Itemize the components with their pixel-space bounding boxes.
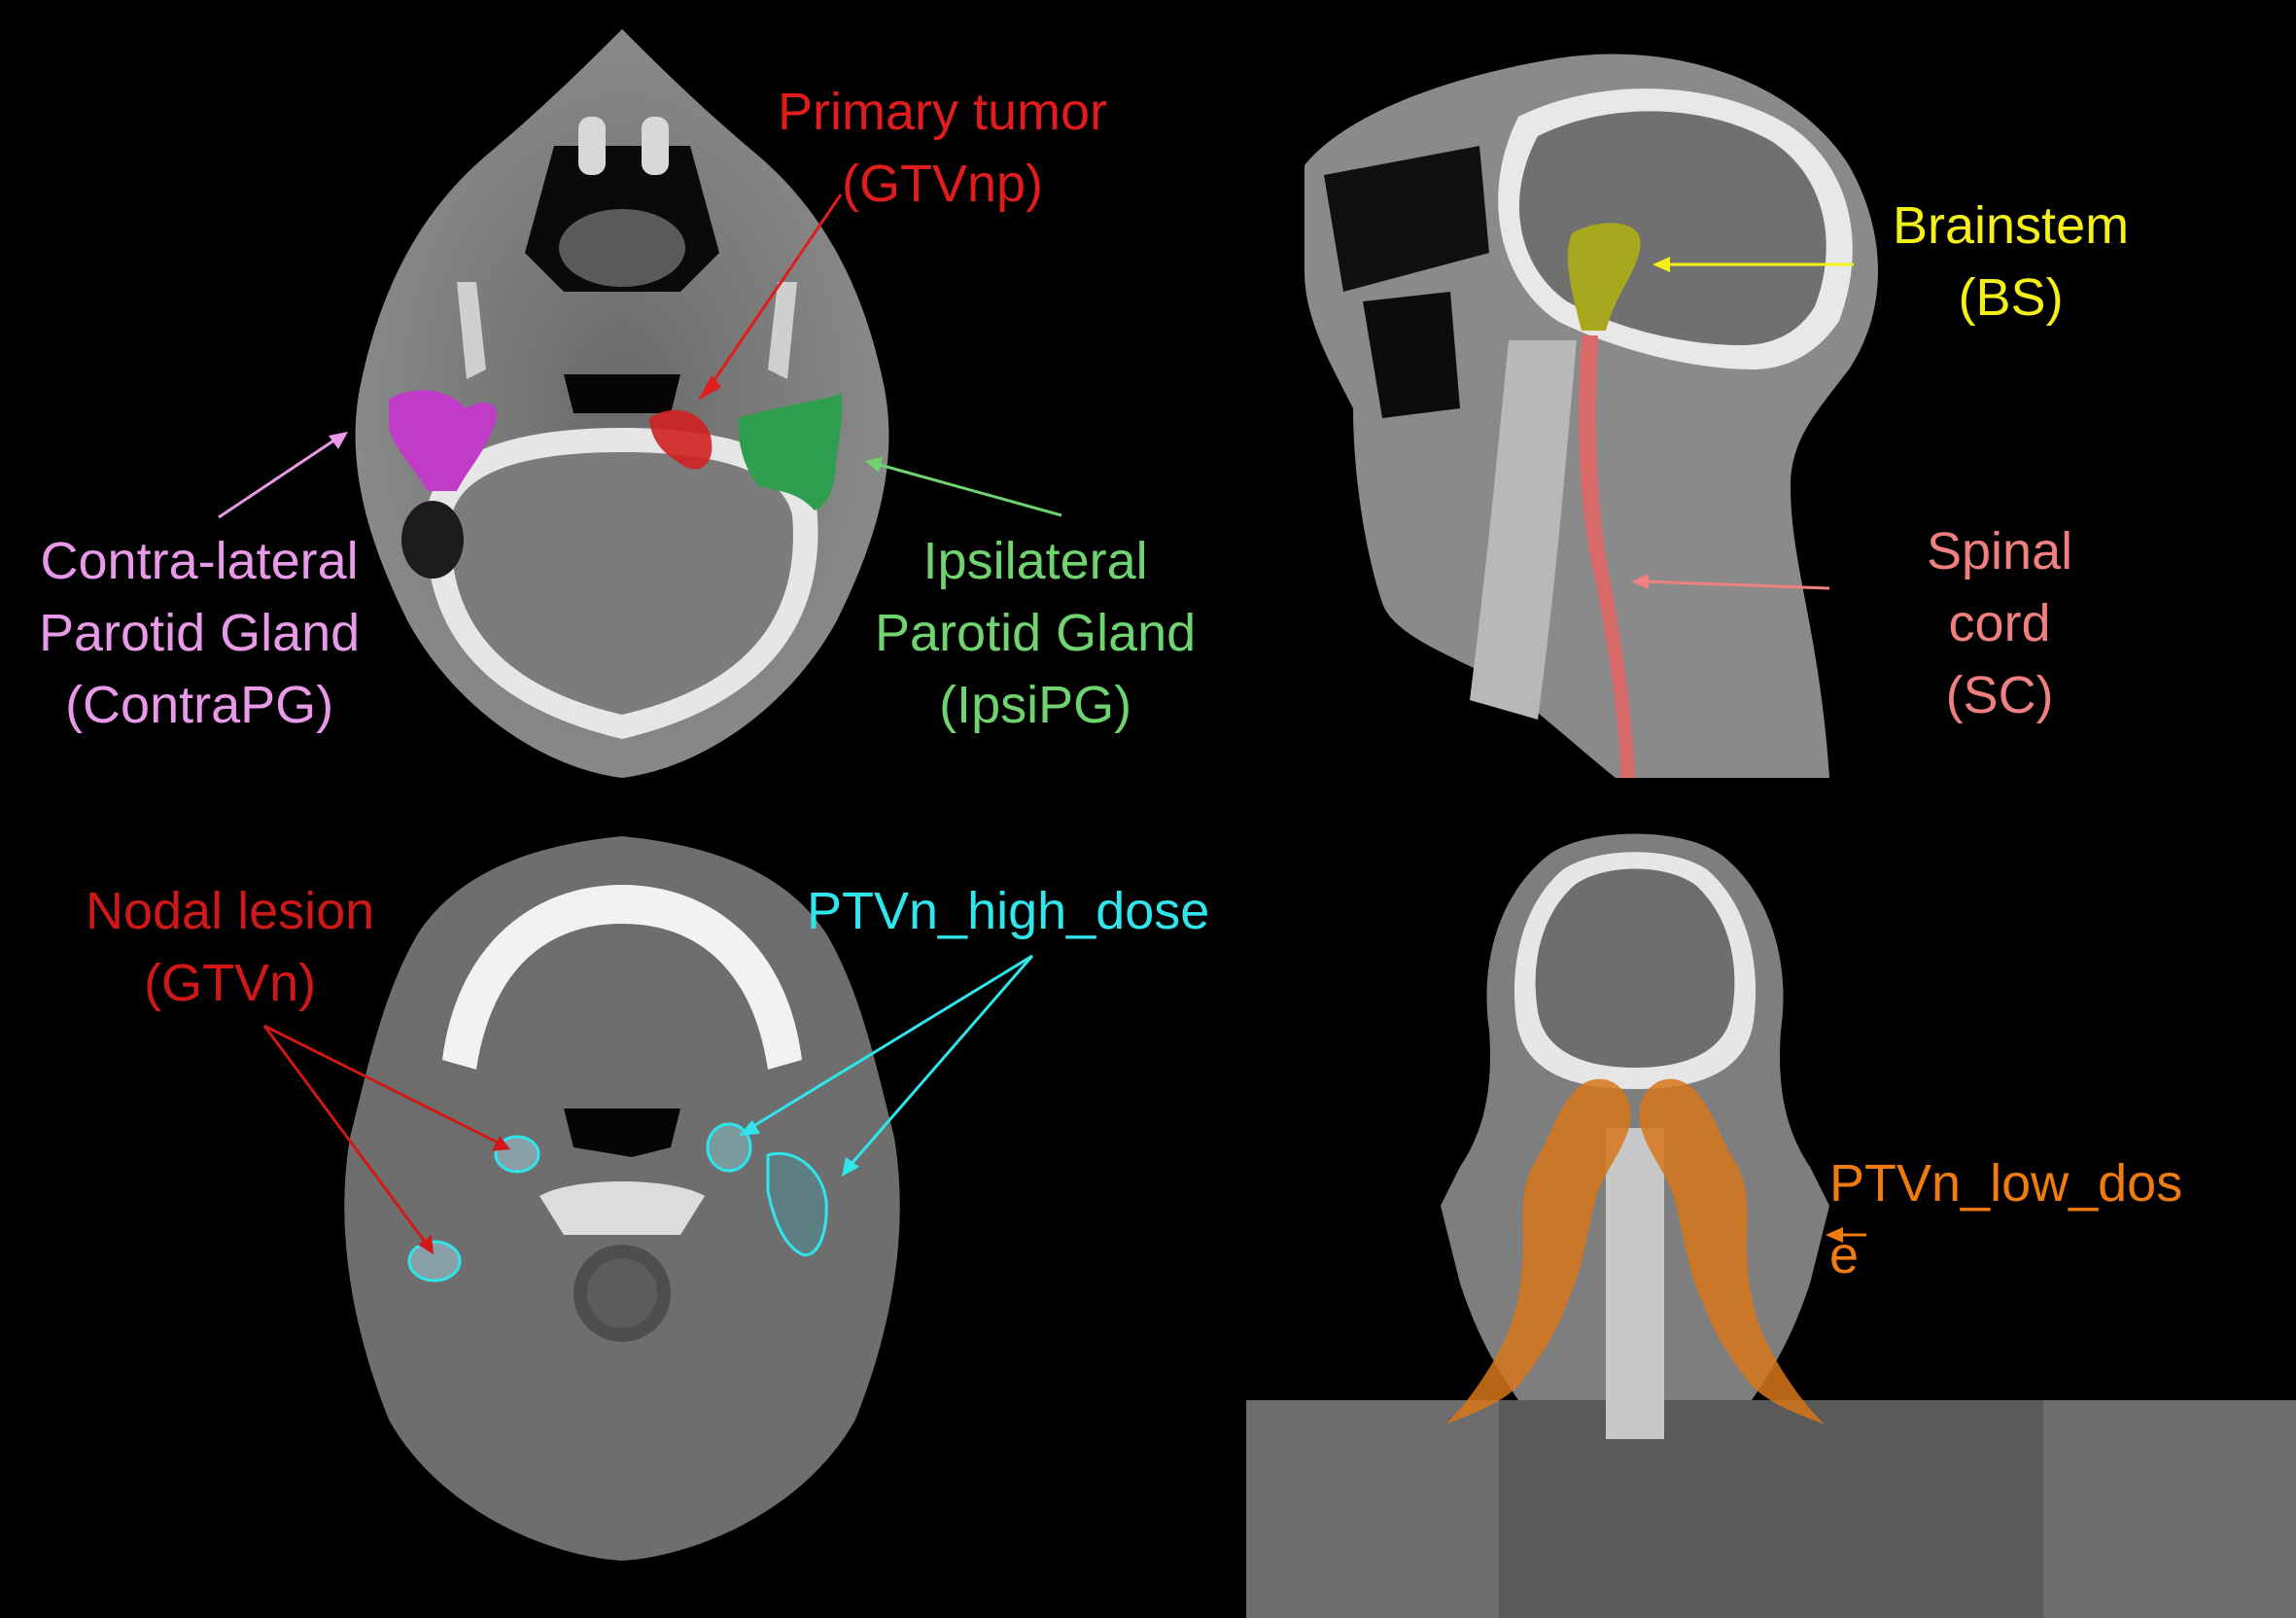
ipsi-pg-arrow xyxy=(865,457,1062,517)
ptv-low-label-line1: PTVn_low_dos xyxy=(1829,1154,2183,1213)
primary-tumor-label-line2: (GTVnp) xyxy=(841,155,1044,213)
spinal-cord-label-line1: Spinal xyxy=(1927,522,2073,580)
primary-tumor-contour xyxy=(649,409,713,470)
spinal-cord-arrow xyxy=(1631,574,1830,590)
contra-pg-label-line1: Contra-lateral xyxy=(40,532,359,590)
ptv-low-arrow xyxy=(1826,1227,1866,1243)
nodal-lesion-label: Nodal lesion (GTVn) xyxy=(86,875,374,1019)
brainstem-contour xyxy=(1567,223,1641,331)
spinal-cord-label-line3: (SC) xyxy=(1945,666,2054,724)
axial-ct-panel-top: Primary tumor (GTVnp) Contra-lateral Par… xyxy=(0,0,1244,812)
ipsi-parotid-contour xyxy=(738,394,843,510)
ipsi-pg-label-line3: (IpsiPG) xyxy=(939,676,1132,734)
spinal-cord-contour xyxy=(1579,335,1635,778)
ipsi-pg-label: Ipsilateral Parotid Gland (IpsiPG) xyxy=(875,525,1196,741)
ptv-low-left-contour xyxy=(1445,1078,1631,1425)
contra-pg-arrow xyxy=(218,432,348,519)
contra-pg-label-line3: (ContraPG) xyxy=(65,676,334,734)
brainstem-arrow xyxy=(1652,257,1854,272)
primary-tumor-label: Primary tumor (GTVnp) xyxy=(778,76,1107,220)
ptv-high-label: PTVn_high_dose xyxy=(807,875,1209,947)
coronal-ct-image xyxy=(1246,833,2296,1618)
ptv-high-arrow-1 xyxy=(739,954,1033,1136)
contra-parotid-contour xyxy=(389,390,497,491)
nodal-label-line2: (GTVn) xyxy=(144,954,317,1012)
contra-pg-label-line2: Parotid Gland xyxy=(39,604,361,662)
axial-ct-image-top xyxy=(218,29,1062,778)
brainstem-label-line1: Brainstem xyxy=(1893,196,2130,255)
nodal-lesion-left-lower xyxy=(407,1240,462,1283)
ptv-high-right-lower xyxy=(766,1151,828,1257)
sagittal-ct-image xyxy=(1305,53,1878,778)
ptv-low-label: PTVn_low_dos e xyxy=(1829,1147,2182,1291)
ptv-high-label-line1: PTVn_high_dose xyxy=(807,882,1210,940)
ptv-low-label-line2: e xyxy=(1829,1226,1860,1284)
primary-tumor-arrow xyxy=(698,193,843,401)
brainstem-label-line2: (BS) xyxy=(1958,268,2064,327)
ptv-high-arrow-2 xyxy=(842,955,1034,1177)
nodal-arrow-2 xyxy=(262,1025,434,1254)
axial-ct-panel-bottom: Nodal lesion (GTVn) PTVn_high_dose xyxy=(0,817,1244,1618)
ptv-low-right-contour xyxy=(1639,1078,1825,1425)
nodal-arrow-1 xyxy=(263,1024,510,1151)
brainstem-label: Brainstem (BS) xyxy=(1893,190,2129,334)
nodal-label-line1: Nodal lesion xyxy=(86,882,375,940)
contra-pg-label: Contra-lateral Parotid Gland (ContraPG) xyxy=(39,525,360,741)
axial-ct-image-bottom xyxy=(262,836,1034,1561)
primary-tumor-label-line1: Primary tumor xyxy=(778,83,1108,141)
sagittal-ct-panel: Brainstem (BS) Spinal cord (SC) xyxy=(1246,0,2296,812)
spinal-cord-label: Spinal cord (SC) xyxy=(1927,515,2072,731)
ptv-high-right-upper xyxy=(706,1122,752,1173)
coronal-ct-panel: PTVn_low_dos e xyxy=(1246,817,2296,1618)
spinal-cord-label-line2: cord xyxy=(1948,594,2051,652)
ipsi-pg-label-line2: Parotid Gland xyxy=(875,604,1197,662)
ipsi-pg-label-line1: Ipsilateral xyxy=(922,532,1148,590)
